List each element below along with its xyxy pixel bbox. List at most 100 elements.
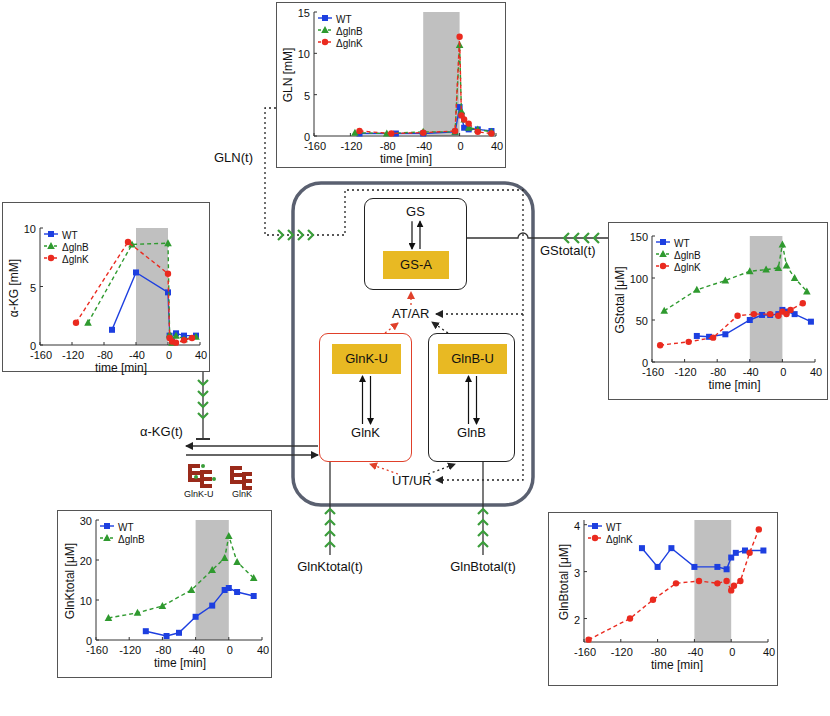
- chart-text: -160: [642, 366, 664, 378]
- tick-mark: [40, 286, 43, 287]
- data-marker: [466, 120, 472, 126]
- chart-text: GStotal [μM]: [614, 267, 627, 334]
- chart-text: 150: [630, 231, 648, 243]
- chart-text: ΔglnK: [336, 38, 363, 49]
- chart-text: time [min]: [95, 362, 147, 375]
- chart-text: 3: [574, 567, 580, 579]
- chart-text: 40: [810, 366, 822, 378]
- signal-lines: [265, 108, 523, 480]
- chart-text: 40: [195, 349, 207, 361]
- tick-mark: [684, 359, 685, 362]
- input-chevron: [478, 520, 488, 525]
- signal-label: GlnK: [232, 490, 252, 500]
- chart-panel: GStotal [μM]050100150-160-120-80-40040ti…: [608, 222, 828, 400]
- data-marker: [226, 585, 232, 591]
- stimulus-band: [423, 12, 459, 136]
- tick-mark: [749, 359, 750, 362]
- input-chevron: [325, 531, 335, 536]
- tick-mark: [40, 228, 43, 229]
- input-chevron: [478, 542, 488, 547]
- data-marker: [733, 550, 739, 556]
- tick-mark: [314, 94, 317, 95]
- stimulus-band: [694, 520, 731, 642]
- data-marker: [188, 586, 196, 593]
- input-chevron: [325, 520, 335, 525]
- chart-text: 4: [574, 520, 580, 532]
- tick-mark: [72, 342, 73, 345]
- data-marker: [103, 534, 111, 541]
- signal-label: α-KG(t): [140, 425, 183, 439]
- data-marker: [251, 593, 257, 599]
- data-marker: [159, 602, 167, 609]
- data-marker: [627, 615, 633, 621]
- data-series: [76, 242, 192, 343]
- chart-text: ΔglnK: [62, 254, 89, 265]
- chart-text: -40: [129, 349, 145, 361]
- data-marker: [475, 129, 481, 135]
- data-marker: [731, 582, 737, 588]
- data-marker: [109, 327, 115, 333]
- data-series: [112, 273, 196, 342]
- chart-text: α-KG [mM]: [8, 258, 21, 316]
- chart-text: time [min]: [708, 379, 760, 392]
- data-marker: [233, 558, 241, 565]
- chart-text: time [min]: [651, 659, 703, 672]
- data-marker: [691, 564, 697, 570]
- data-marker: [164, 633, 170, 639]
- data-marker: [803, 287, 811, 294]
- input-chevron: [298, 230, 303, 240]
- tick-mark: [584, 524, 587, 525]
- chart-text: -120: [62, 349, 84, 361]
- data-marker: [592, 523, 598, 529]
- stimulus-band: [196, 520, 229, 640]
- axis-line: [40, 228, 200, 345]
- data-marker: [321, 26, 329, 33]
- data-marker: [787, 307, 793, 313]
- chart-text: -80: [155, 644, 171, 656]
- data-marker: [655, 564, 661, 570]
- data-marker: [737, 578, 743, 584]
- data-series: [664, 244, 807, 310]
- data-marker: [696, 578, 702, 584]
- axis-line: [584, 520, 768, 642]
- chart-text: 0: [780, 366, 786, 378]
- input-chevron: [308, 230, 313, 240]
- tick-mark: [96, 637, 97, 640]
- data-marker: [172, 332, 180, 339]
- data-marker: [592, 535, 598, 541]
- data-marker: [47, 242, 55, 249]
- data-marker: [356, 128, 362, 134]
- chart-text: GLN [mM]: [282, 48, 295, 103]
- data-marker: [734, 313, 740, 319]
- data-series: [360, 37, 492, 134]
- input-chevron: [574, 233, 579, 243]
- data-marker: [756, 526, 762, 532]
- cell-outline: [293, 183, 533, 505]
- data-marker: [165, 270, 171, 276]
- axis-line: [652, 236, 815, 362]
- data-series: [360, 107, 492, 133]
- input-chevron: [198, 380, 208, 385]
- chart-text: ΔglnB: [118, 534, 145, 545]
- chart-text: -40: [416, 140, 432, 152]
- input-chevron: [288, 230, 293, 240]
- data-marker: [452, 128, 458, 134]
- reaction-arrow: [476, 376, 477, 424]
- box-label: GlnB-U: [451, 352, 494, 366]
- tick-mark: [104, 342, 105, 345]
- input-chevron: [198, 391, 208, 396]
- tick-mark: [228, 637, 229, 640]
- data-marker: [722, 331, 728, 337]
- data-marker: [791, 274, 799, 281]
- data-marker: [775, 264, 783, 271]
- input-chevron: [478, 531, 488, 536]
- chart-text: -120: [119, 644, 141, 656]
- chart-text: -40: [189, 644, 205, 656]
- glnk-trimer-icons: [188, 464, 252, 490]
- box-label: GS-A: [400, 258, 432, 272]
- chart-text: ΔglnB: [336, 26, 363, 37]
- chart-text: -120: [611, 646, 633, 658]
- input-chevron: [478, 509, 488, 514]
